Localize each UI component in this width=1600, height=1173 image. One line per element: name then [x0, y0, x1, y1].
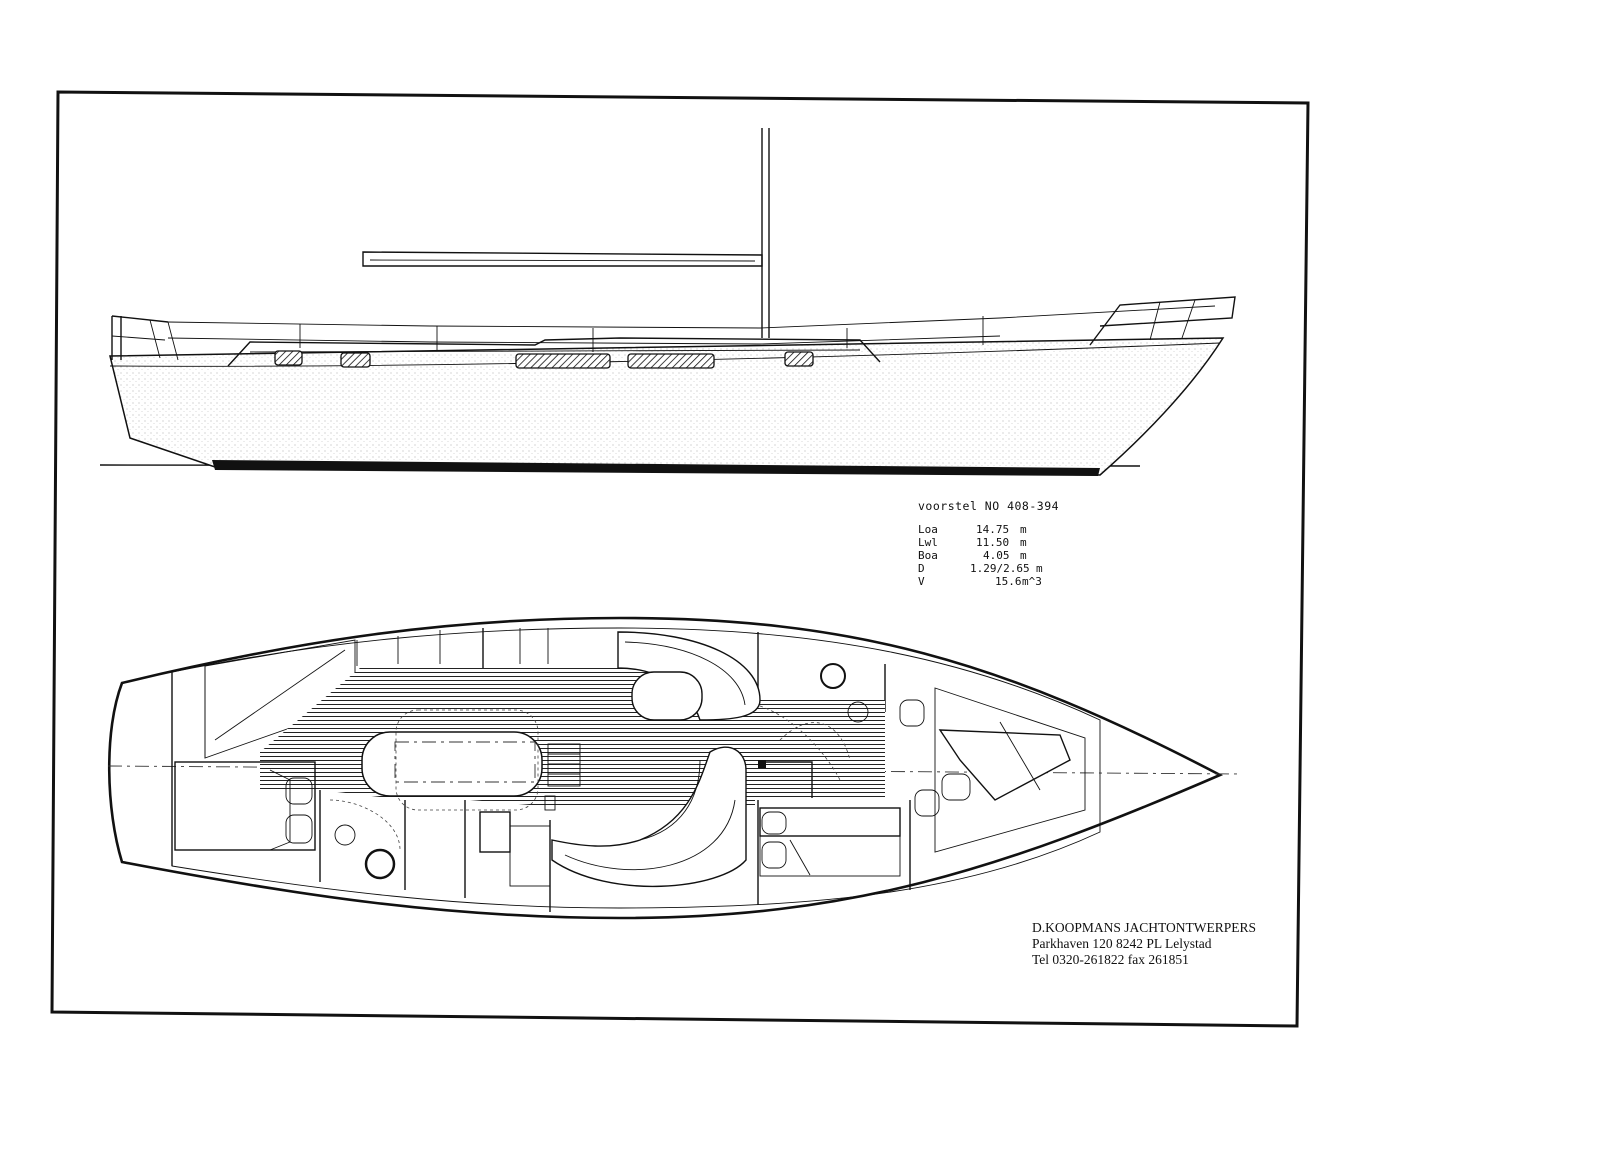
portlight: [340, 352, 371, 368]
portlight: [515, 353, 611, 369]
spec-value: 4.05: [983, 549, 1010, 562]
plan-hull-outline: [107, 616, 1224, 920]
spec-value: 15.6: [995, 575, 1022, 588]
forward-cabin-berths: [759, 807, 901, 877]
saloon-floor: [260, 668, 885, 805]
forepeak-v-berth: [899, 687, 1086, 853]
spec-label: D: [918, 562, 925, 575]
aft-head: [329, 799, 401, 880]
side-elevation: [99, 128, 1236, 476]
plan-hull-liner: [171, 627, 1101, 909]
spec-value: 11.50: [976, 536, 1009, 549]
spec-value: 14.75: [976, 523, 1009, 536]
cabin-top: [227, 337, 881, 367]
companionway-steps: [547, 743, 581, 787]
designer-company: D.KOOPMANS JACHTONTWERPERS: [1032, 920, 1256, 935]
forward-head: [759, 663, 869, 781]
hull-profile: [109, 337, 1225, 476]
proposal-title: voorstel NO 408-394: [918, 499, 1059, 513]
portlight: [627, 353, 715, 369]
guardrails: [167, 305, 1216, 361]
bow-pulpit: [1089, 296, 1236, 346]
spec-value: 1.29/2.65: [970, 562, 1030, 575]
drawing-border: [50, 90, 1310, 1028]
designer-block: D.KOOPMANS JACHTONTWERPERS Parkhaven 120…: [1032, 920, 1256, 967]
keel-shoe: [212, 460, 1100, 476]
spec-label: V: [918, 575, 925, 588]
stern-pulpit: [111, 315, 169, 360]
spec-unit: m: [1020, 523, 1027, 536]
designer-phone: Tel 0320-261822 fax 261851: [1032, 952, 1189, 967]
saloon-table: [361, 709, 543, 811]
plan-view: [107, 616, 1241, 920]
deck-line: [109, 342, 1221, 367]
curved-settee-lower: [551, 746, 747, 888]
designer-address: Parkhaven 120 8242 PL Lelystad: [1032, 936, 1212, 951]
portlight: [274, 350, 303, 366]
spec-label: Boa: [918, 549, 938, 562]
portlight: [784, 351, 814, 367]
curved-settee-upper: [617, 631, 761, 721]
spec-label: Loa: [918, 523, 938, 536]
spec-unit: m: [1036, 562, 1043, 575]
spec-label: Lwl: [918, 536, 938, 549]
spec-block: voorstel NO 408-394 Loa 14.75 m Lwl 11.5…: [918, 499, 1059, 588]
spec-unit: m: [1020, 549, 1027, 562]
spec-unit: m: [1020, 536, 1027, 549]
spec-unit: m^3: [1022, 575, 1042, 588]
boom: [362, 251, 763, 267]
mast: [761, 128, 770, 338]
aft-berth: [174, 761, 316, 851]
